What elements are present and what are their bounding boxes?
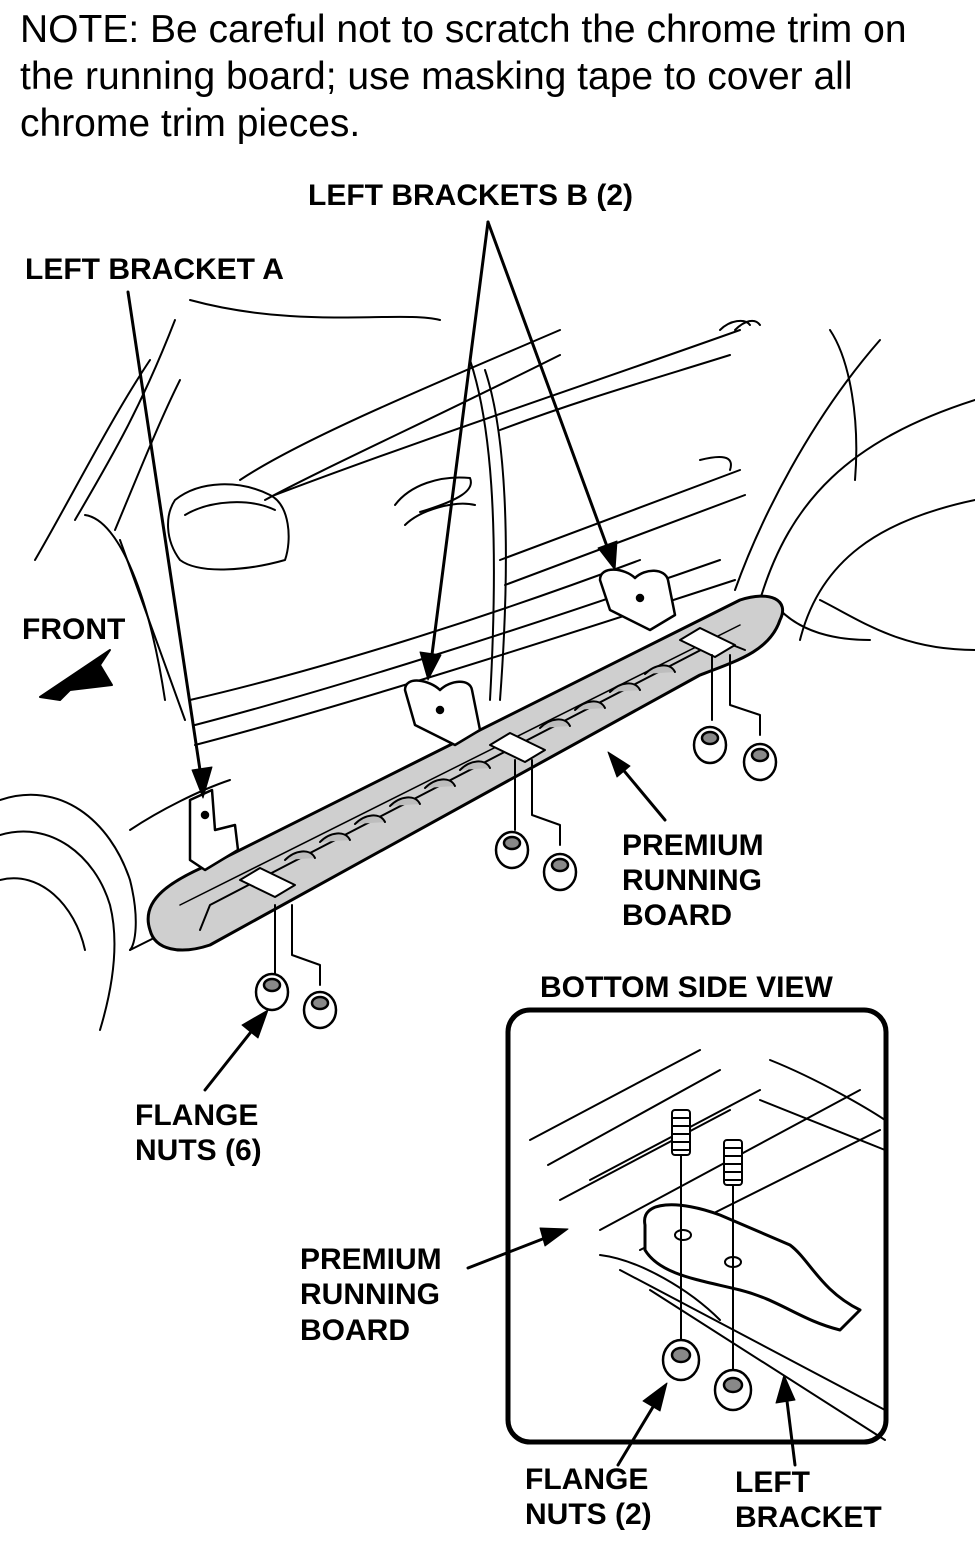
- label-left-bracket-2: BRACKET: [735, 1501, 882, 1534]
- note-text: NOTE: Be careful not to scratch the chro…: [20, 8, 907, 145]
- flange-nut-icons: [254, 725, 778, 1030]
- label-flange-nuts-6-1: FLANGE: [135, 1099, 259, 1132]
- left-bracket-a-shape: [188, 788, 240, 872]
- vehicle-body: [0, 299, 975, 1031]
- label-flange-nuts-2-1: FLANGE: [525, 1463, 649, 1496]
- label-premium-running-board-1: PREMIUM: [622, 829, 764, 862]
- label-flange-nuts-6-2: NUTS (6): [135, 1134, 262, 1167]
- running-board: [146, 594, 784, 952]
- label-left-brackets-b: LEFT BRACKETS B (2): [308, 179, 633, 212]
- label-front: FRONT: [22, 613, 126, 646]
- callout-arrows: [126, 220, 667, 1092]
- left-bracket-b-1-shape: [403, 679, 482, 747]
- label-inset-board-1: PREMIUM: [300, 1243, 442, 1276]
- label-left-bracket-a: LEFT BRACKET A: [25, 253, 284, 286]
- label-left-bracket-1: LEFT: [735, 1466, 810, 1499]
- label-inset-board-2: RUNNING: [300, 1278, 440, 1311]
- label-flange-nuts-2-2: NUTS (2): [525, 1498, 652, 1531]
- front-arrow-icon: [39, 649, 113, 701]
- bottom-side-view-inset: [466, 1007, 889, 1467]
- label-premium-running-board-2: RUNNING: [622, 864, 762, 897]
- label-bottom-side-view: BOTTOM SIDE VIEW: [540, 971, 833, 1004]
- left-bracket-b-2-shape: [598, 568, 677, 632]
- label-premium-running-board-3: BOARD: [622, 899, 732, 932]
- flange-nuts-main: [274, 654, 761, 986]
- label-inset-board-3: BOARD: [300, 1314, 410, 1347]
